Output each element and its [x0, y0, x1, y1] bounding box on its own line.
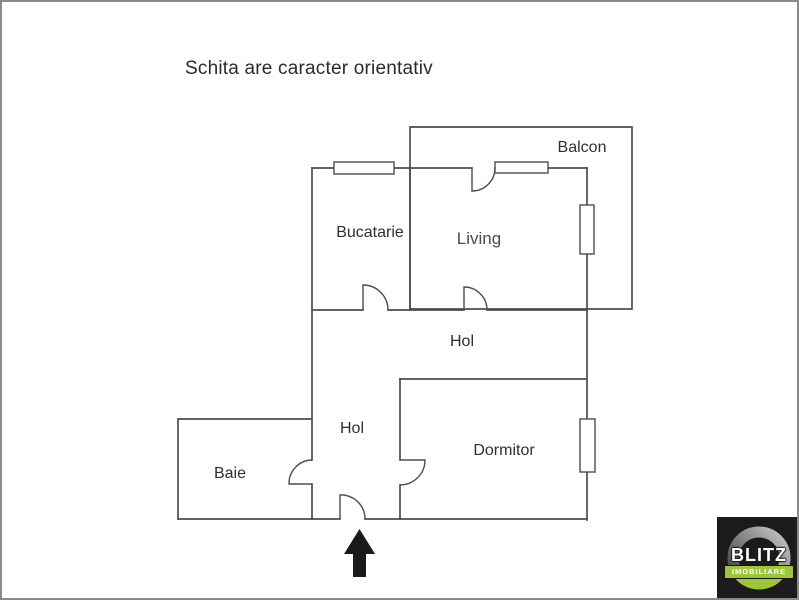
room-label-balcon: Balcon	[557, 139, 607, 156]
window-symbols	[333, 161, 596, 473]
room-label-living: Living	[456, 229, 502, 248]
brand-logo: BLITZ IMOBILIARE	[717, 517, 797, 598]
wall-lines	[177, 126, 633, 521]
room-label-hol-upper: Hol	[449, 333, 475, 350]
room-label-hol-lower: Hol	[339, 420, 365, 437]
room-label-baie: Baie	[213, 465, 247, 482]
entrance-arrow-icon	[344, 529, 375, 577]
page-title: Schita are caracter orientativ	[185, 58, 433, 79]
logo-subtitle-text: IMOBILIARE	[724, 565, 794, 579]
room-label-bucatarie: Bucatarie	[336, 224, 404, 241]
room-label-dormitor: Dormitor	[473, 442, 535, 459]
logo-brand-text: BLITZ	[731, 545, 787, 565]
